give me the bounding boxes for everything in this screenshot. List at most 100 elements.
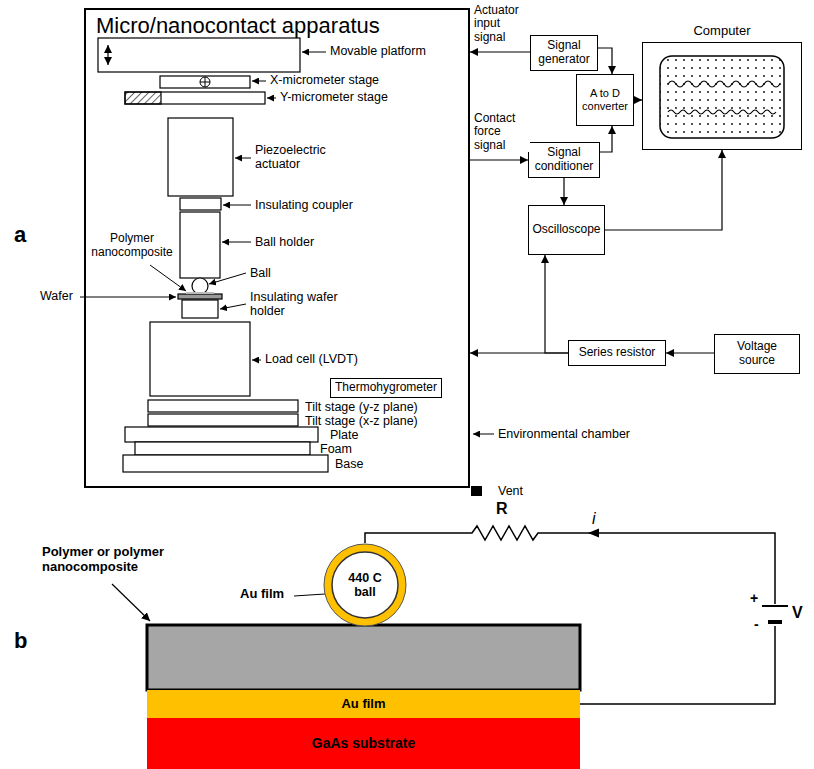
wafer [178,294,222,299]
part-label: Ball holder [255,235,314,249]
steel-ball [332,552,398,618]
part-label: Wafer [40,289,73,303]
node-text: Au film [341,697,385,712]
resistor-label: R [496,500,508,518]
panel-letter: b [14,628,27,653]
part-label: Base [335,457,364,471]
leader-arrow [222,242,251,243]
stage-knob [200,77,210,87]
panel-letter: a [14,222,26,247]
node-text: Computer [693,24,750,39]
resistor-symbol [466,526,544,540]
movable-platform [98,38,300,72]
substrate-layer: GaAs substrate [147,718,580,769]
y-micrometer-stage [125,92,265,104]
stage-knob [205,77,206,87]
ball-holder [180,212,220,278]
node-text: Thermohygrometer [335,381,437,395]
signal-arrow [666,352,714,353]
node-text: Signal generator [534,39,594,67]
plate [125,427,318,442]
signal-label: Actuator input signal [474,4,530,44]
voltage-label: V [792,604,803,622]
node-text: GaAs substrate [312,735,415,751]
signal-arrow [598,48,612,74]
x-micrometer-stage [160,76,250,88]
signal-label: Contact force signal [474,112,530,152]
part-label: Vent [498,484,523,498]
motion-arrow [107,45,108,65]
part-label: Tilt stage (x-z plane) [305,414,418,428]
node-text: Signal conditioner [532,146,596,174]
battery-symbol [758,604,792,626]
frame-title: Micro/nanocontact apparatus [96,13,380,38]
current-arrow [588,529,599,538]
node-text: Series resistor [579,346,656,360]
converter-box: A to D converter [576,74,634,126]
polarity-sign: + [750,590,758,606]
part-label: Y-micrometer stage [280,90,388,104]
micrometer-knob [125,92,161,104]
part-label: Piezoelectric actuator [255,143,337,172]
leader-arrow [209,273,246,284]
tilt-stage [148,414,298,426]
leader-arrow [267,98,276,99]
polymer-layer [147,625,580,690]
part-label: Insulating wafer holder [250,290,350,319]
leader-arrow [252,81,266,82]
battery-symbol [758,604,792,626]
instrument-box: Series resistor [568,340,666,366]
tilt-stage [148,400,298,412]
polarity-sign: - [754,616,759,632]
leader-arrow [252,360,261,361]
signal-arrow [605,150,722,230]
node-text: A to D converter [580,87,630,112]
computer-screen [668,81,780,87]
film-label: Au film [240,587,284,602]
computer-box: Computer [642,42,802,150]
part-label: Polymer nanocomposite [88,232,176,260]
instrument-box: Oscilloscope [528,205,605,255]
leader-arrow [473,434,494,435]
insulating-coupler [180,198,221,210]
computer-screen [660,56,784,138]
battery-symbol [768,620,782,624]
ball [192,278,208,294]
leader-arrow [235,158,251,159]
leader-line [294,594,325,596]
part-label: Tilt stage (y-z plane) [305,400,418,414]
leader-arrow [112,584,150,621]
resistor-symbol [466,524,544,542]
signal-arrow [634,99,642,100]
polymer-coating [186,292,214,294]
battery-symbol [762,605,788,607]
gold-coating [324,544,406,626]
wafer-holder [182,300,218,318]
layer-label: Polymer or polymer nanocomposite [42,545,182,575]
signal-arrow [600,126,612,152]
signal-arrow [545,255,568,353]
circuit-wire [365,533,775,704]
instrument-box: Voltage source [714,334,800,374]
instrument-box: Signal conditioner [528,142,600,178]
leader-arrow [80,52,494,434]
leader-arrow [302,52,326,53]
signal-arrow [470,159,528,160]
leader-arrow [80,297,176,298]
foam [135,442,310,455]
vent [471,486,482,496]
part-label: X-micrometer stage [270,73,379,87]
current-label: i [592,510,596,528]
part-label: Foam [320,442,352,456]
part-label: Environmental chamber [498,427,630,441]
signal-arrow [563,178,564,205]
resistor-symbol [466,524,544,542]
computer-screen [660,56,784,138]
signal-arrow [470,51,530,52]
coated-ball: 440 C ball [323,543,407,627]
computer-screen [668,110,776,114]
part-label: Insulating coupler [255,198,353,212]
node-text: 440 C ball [339,571,391,600]
leader-arrow [220,304,246,309]
